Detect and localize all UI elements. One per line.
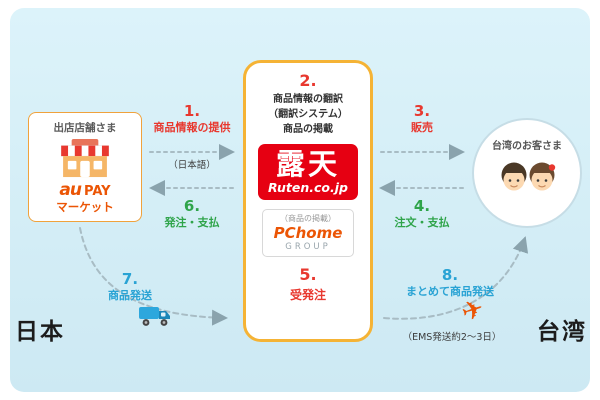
man-face-icon [501, 162, 527, 191]
step6-label: 発注・支払 [164, 216, 220, 229]
step6-number: 6. [183, 197, 201, 215]
step8-number: 8. [441, 266, 459, 284]
customer-title: 台湾のお客さま [492, 141, 562, 152]
step2-desc-line3: 商品の掲載 [283, 124, 333, 135]
step2-number: 2. [299, 71, 317, 90]
region-japan: 日本 [15, 319, 65, 345]
step3-label: 販売 [411, 121, 433, 134]
au-logo-text: au [59, 180, 82, 200]
step7-number: 7. [121, 270, 139, 288]
customers-faces-icon [501, 162, 556, 191]
step5-label: 受発注 [289, 288, 326, 303]
pay-logo-text: PAY [84, 184, 111, 199]
pchome-note: （商品の掲載） [280, 214, 336, 224]
step2-desc-line2: （翻訳システム） [268, 109, 348, 120]
step1-number: 1. [183, 102, 201, 120]
step7-label: 商品発送 [108, 289, 152, 302]
pchome-logo: （商品の掲載） PChome GROUP [262, 209, 354, 258]
customer-panel: 台湾のお客さま [472, 118, 582, 228]
ruten-panel: 2. 商品情報の翻訳 （翻訳システム） 商品の掲載 露天 Ruten.co.jp… [243, 60, 373, 342]
ruten-logo: 露天 Ruten.co.jp [258, 144, 358, 201]
step4-label: 注文・支払 [394, 216, 450, 229]
step1-note: （日本語） [168, 160, 216, 171]
step8-note: （EMS発送約2～3日） [402, 332, 502, 343]
step3-number: 3. [413, 102, 431, 120]
step5-number: 5. [299, 265, 317, 285]
pchome-group-text: GROUP [285, 242, 331, 253]
seller-title: 出店店舗さま [53, 122, 117, 134]
ruten-logo-chars: 露天 [275, 147, 340, 181]
storefront-icon [60, 138, 110, 178]
step8-label: まとめて商品発送 [406, 285, 494, 298]
ruten-logo-domain: Ruten.co.jp [268, 180, 348, 196]
step1-label: 商品情報の提供 [153, 121, 231, 134]
market-logo-text: マーケット [56, 199, 114, 214]
woman-face-icon [529, 162, 556, 191]
step2-desc-line1: 商品情報の翻訳 [273, 94, 343, 105]
truck-icon [139, 307, 170, 326]
region-taiwan: 台湾 [537, 319, 587, 345]
pchome-logo-text: PChome [273, 224, 343, 243]
step4-number: 4. [413, 197, 431, 215]
